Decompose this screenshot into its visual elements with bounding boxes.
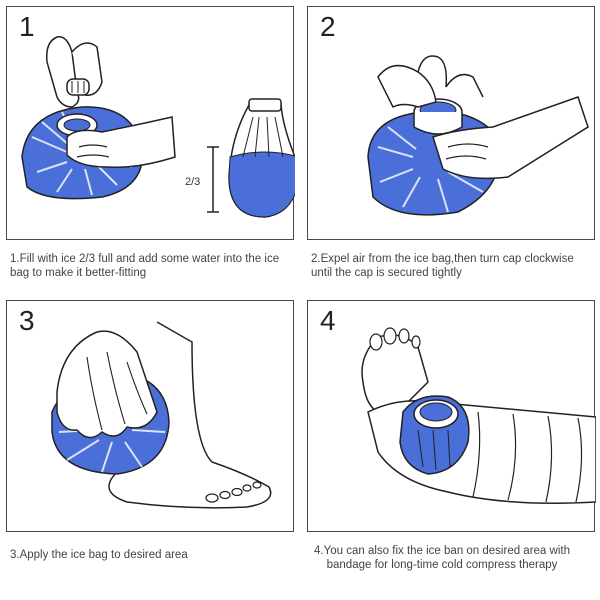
- step-3-illustration-frame: 3: [6, 300, 294, 532]
- step-3-caption: 3.Apply the ice bag to desired area: [10, 549, 188, 561]
- step-1-caption: 1.Fill with ice 2/3 full and add some wa…: [10, 253, 280, 279]
- step-1-panel: 1 2/3: [0, 0, 299, 300]
- step-2-illustration: [367, 55, 589, 216]
- step-1-illustration: 2/3: [21, 36, 295, 218]
- step-1-illustration-frame: 1 2/3: [6, 6, 295, 240]
- measure-label: 2/3: [185, 176, 200, 188]
- step-4-number: 4: [320, 305, 336, 336]
- step-2-panel: 2 2.Expel air from the ice bag,then turn…: [301, 0, 600, 300]
- step-3-number: 3: [19, 305, 35, 336]
- step-2-illustration-frame: 2: [307, 6, 595, 240]
- step-1-number: 1: [19, 11, 35, 42]
- step-3-panel: 3 3.Apply the ice bag to desired area: [0, 300, 299, 600]
- step-4-illustration: [361, 327, 596, 504]
- step-4-illustration-frame: 4: [307, 300, 596, 532]
- step-2-caption: 2.Expel air from the ice bag,then turn c…: [311, 253, 574, 279]
- step-4-caption: 4.You can also fix the ice ban on desire…: [314, 545, 570, 571]
- step-2-number: 2: [320, 11, 336, 42]
- step-4-panel: 4 4.You can also fix the ice ban: [301, 300, 600, 600]
- step-3-illustration: [51, 321, 272, 509]
